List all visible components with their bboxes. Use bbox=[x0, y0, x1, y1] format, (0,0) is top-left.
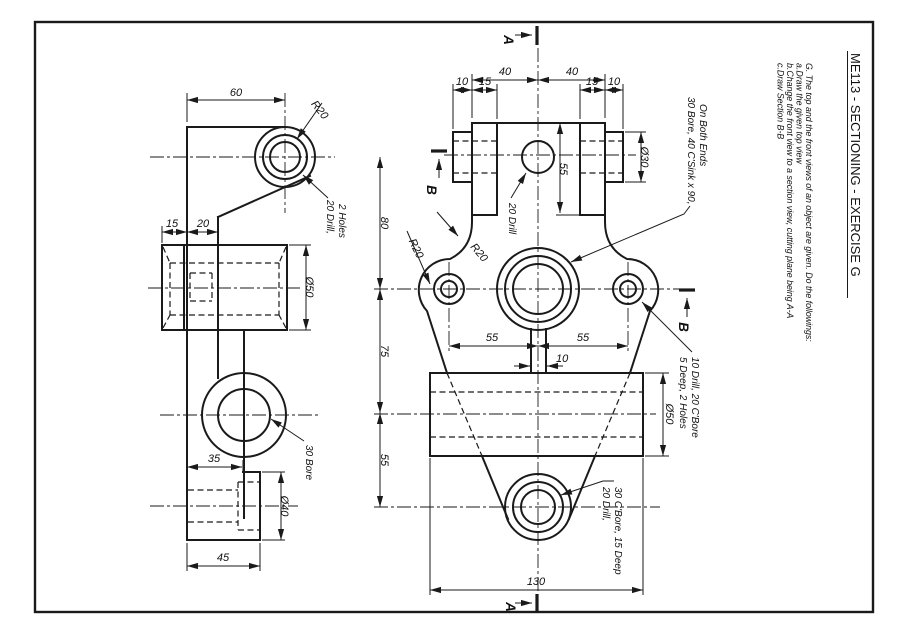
instructions-block: G. The top and the front views of an obj… bbox=[776, 63, 815, 342]
dim-dia40: Ø40 bbox=[278, 495, 290, 518]
dim-40-right: 40 bbox=[566, 66, 579, 78]
section-mark-b-left: B bbox=[424, 149, 447, 195]
section-mark-b-right: B bbox=[676, 288, 695, 332]
mark-a-bottom: A bbox=[503, 601, 518, 612]
label-bottomhole-line2: 30 C'Bore, 15 Deep bbox=[612, 487, 623, 575]
label-sidehole-line1: 10 Drill, 20 C'Bore bbox=[689, 357, 700, 438]
instruction-line-4: c.Draw Section B-B bbox=[776, 63, 786, 139]
top-view: A A B B 40 40 10 bbox=[374, 26, 708, 612]
dim-80: 80 bbox=[378, 217, 390, 230]
dim-55-lug: 55 bbox=[557, 163, 569, 176]
dim-40-left: 40 bbox=[499, 66, 512, 78]
top-view-outline bbox=[417, 122, 660, 541]
instruction-line-3: b.Change the front view to a section vie… bbox=[785, 63, 795, 319]
dim-20: 20 bbox=[196, 218, 210, 230]
label-2holes: 2 Holes bbox=[336, 203, 347, 238]
dim-130: 130 bbox=[527, 576, 546, 588]
dim-15-right: 15 bbox=[586, 76, 599, 88]
dim-dia50-top: Ø50 bbox=[663, 403, 675, 426]
dim-45: 45 bbox=[217, 552, 230, 564]
top-view-hidden-lines bbox=[430, 140, 643, 457]
label-20drill-top: 20 Drill bbox=[506, 202, 517, 235]
title-block: ME113 - SECTIONING - EXERCISE G bbox=[847, 51, 863, 298]
instruction-line-2: a.Draw the given top view bbox=[795, 63, 805, 164]
front-view-outline bbox=[161, 126, 316, 541]
front-view-centerlines bbox=[148, 93, 335, 507]
label-csink-line2: On Both Ends bbox=[697, 104, 708, 166]
dim-15-left: 15 bbox=[479, 76, 492, 88]
dim-55-span-right: 55 bbox=[577, 332, 590, 344]
front-view-dimensions: 60 15 20 Ø50 35 Ø40 45 bbox=[161, 87, 315, 571]
dim-dia50-front: Ø50 bbox=[303, 276, 315, 299]
dim-60: 60 bbox=[230, 87, 243, 99]
dim-15: 15 bbox=[166, 218, 179, 230]
sheet-border bbox=[33, 20, 875, 614]
label-30bore: 30 Bore bbox=[303, 445, 314, 480]
top-view-centerlines bbox=[374, 48, 694, 592]
section-mark-a-bottom: A bbox=[503, 594, 539, 612]
top-view-notes: 20 Drill R20 R20 30 Bore, 40 C'Sink x 90… bbox=[406, 97, 708, 575]
dim-10-right: 10 bbox=[608, 76, 621, 88]
front-view: 60 15 20 Ø50 35 Ø40 45 R20 bbox=[148, 87, 347, 571]
label-r20-a: R20 bbox=[406, 237, 426, 261]
mark-b-right: B bbox=[676, 322, 691, 332]
section-mark-a-top: A bbox=[501, 26, 539, 45]
label-csink-line1: 30 Bore, 40 C'Sink x 90, bbox=[685, 97, 696, 205]
sheet-title: ME113 - SECTIONING - EXERCISE G bbox=[848, 53, 863, 277]
top-view-dimensions: 40 40 10 15 15 10 Ø30 55 55 55 bbox=[376, 66, 675, 595]
dim-10-neck: 10 bbox=[556, 353, 569, 365]
label-20drill: 20 Drill, bbox=[324, 199, 335, 234]
instruction-line-1: G. The top and the front views of an obj… bbox=[804, 63, 814, 342]
dim-55-span-left: 55 bbox=[486, 332, 499, 344]
dim-35: 35 bbox=[208, 453, 221, 465]
dim-dia30: Ø30 bbox=[638, 146, 650, 169]
label-bottomhole-line1: 20 Drill, bbox=[600, 486, 611, 521]
mark-b-left: B bbox=[424, 185, 439, 195]
dim-75: 75 bbox=[378, 345, 390, 358]
front-view-hidden-lines bbox=[162, 246, 287, 531]
label-r20-b: R20 bbox=[468, 241, 491, 265]
mark-a-top: A bbox=[501, 34, 516, 45]
dim-10-left: 10 bbox=[456, 76, 469, 88]
dim-55-vert: 55 bbox=[378, 454, 390, 467]
label-r20-front: R20 bbox=[308, 99, 330, 123]
label-sidehole-line2: 5 Deep, 2 Holes bbox=[677, 357, 688, 429]
